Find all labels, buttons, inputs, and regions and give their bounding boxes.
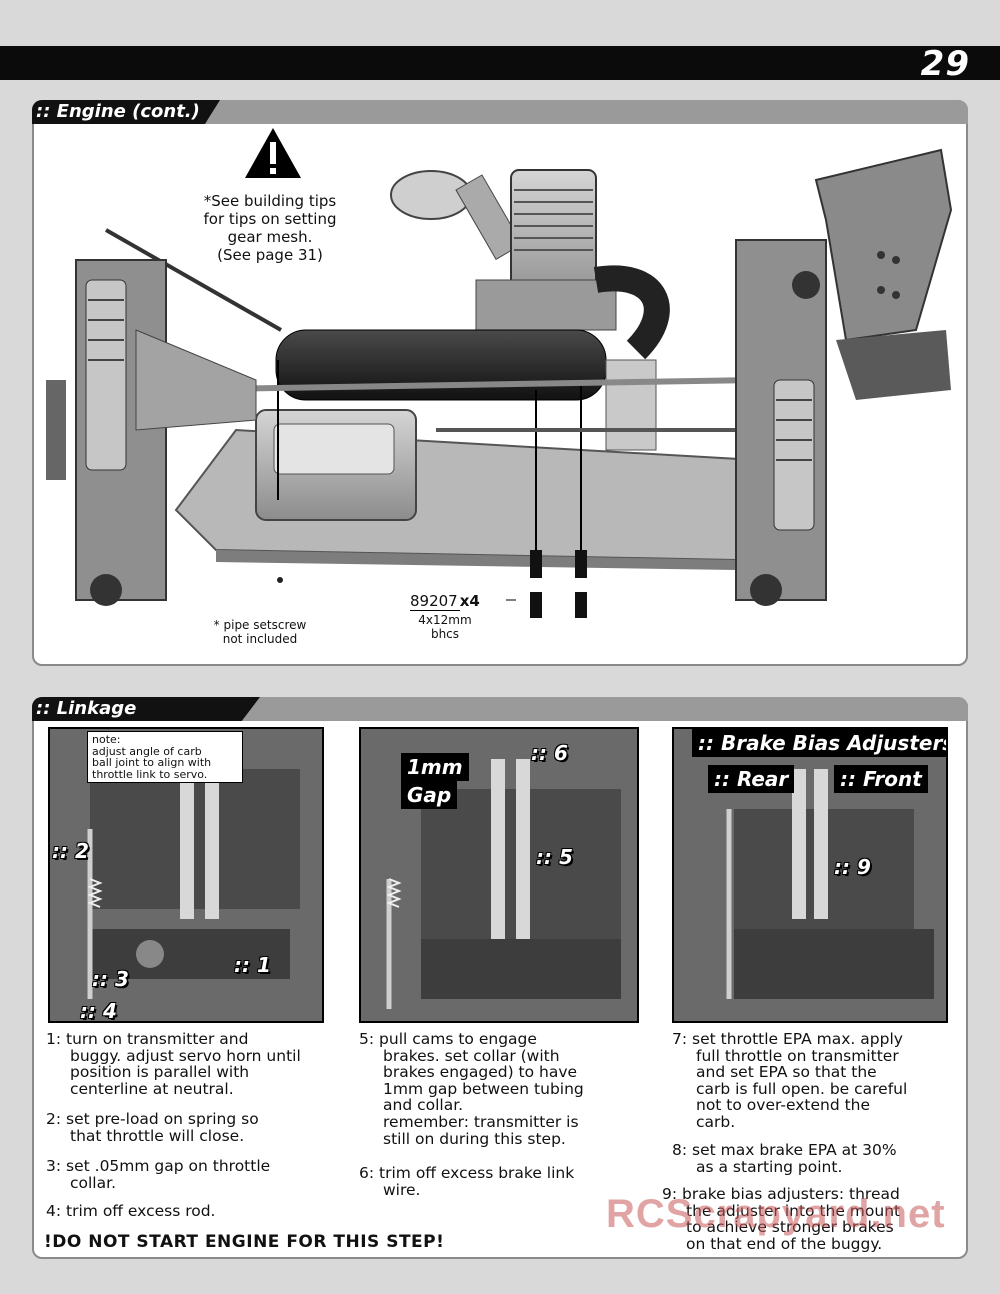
part-number: 89207: [410, 592, 460, 611]
step-4: 4: trim off excess rod.: [46, 1202, 216, 1220]
engine-warning: !DO NOT START ENGINE FOR THIS STEP!: [44, 1232, 445, 1252]
step-6: 6: trim off excess brake link wire.: [359, 1164, 575, 1199]
rear-adjuster-label: :: Rear: [708, 765, 795, 793]
step-9: 9: brake bias adjusters: thread the adju…: [662, 1185, 901, 1253]
callout-3: :: 3: [92, 967, 129, 991]
warning-icon: [245, 128, 301, 178]
engine-section-title: :: Engine (cont.): [32, 100, 220, 124]
carb-note: note: adjust angle of carb ball joint to…: [87, 731, 243, 783]
callout-6: :: 6: [531, 741, 568, 765]
step-7: 7: set throttle EPA max. apply full thro…: [672, 1030, 908, 1131]
callout-5: :: 5: [536, 845, 573, 869]
step-5: 5: pull cams to engage brakes. set colla…: [359, 1030, 584, 1148]
pipe-setscrew-note: * pipe setscrew not included: [213, 618, 307, 646]
linkage-photo-3: :: Brake Bias Adjusters :: Rear :: Front…: [672, 727, 948, 1023]
step-1: 1: turn on transmitter and buggy. adjust…: [46, 1030, 301, 1098]
page-header-bar: [0, 46, 1000, 80]
front-adjuster-label: :: Front: [834, 765, 928, 793]
callout-1: :: 1: [234, 953, 271, 977]
callout-9: :: 9: [834, 855, 871, 879]
brake-bias-title: :: Brake Bias Adjusters: [692, 729, 946, 757]
step-3: 3: set .05mm gap on throttle collar.: [46, 1157, 271, 1192]
gear-mesh-tip: *See building tips for tips on setting g…: [203, 192, 337, 264]
buggy-engine-illustration: [46, 148, 953, 618]
page-number: 29: [920, 44, 970, 84]
gap-label-2: Gap: [401, 781, 458, 809]
step-2: 2: set pre-load on spring so that thrott…: [46, 1110, 259, 1145]
callout-4: :: 4: [80, 999, 117, 1023]
part-description: 4x12mm bhcs: [418, 613, 472, 641]
gap-label-1: 1mm: [401, 753, 469, 781]
linkage-photo-2: 1mm Gap :: 6 :: 5: [359, 727, 639, 1023]
linkage-section-title: :: Linkage Adjustment: [32, 697, 260, 721]
watermark: RCScrapyard.net: [606, 1192, 946, 1236]
part-quantity: x4: [459, 592, 480, 610]
linkage-photo-1: note: adjust angle of carb ball joint to…: [48, 727, 324, 1023]
callout-2: :: 2: [52, 839, 89, 863]
step-8: 8: set max brake EPA at 30% as a startin…: [672, 1141, 897, 1176]
